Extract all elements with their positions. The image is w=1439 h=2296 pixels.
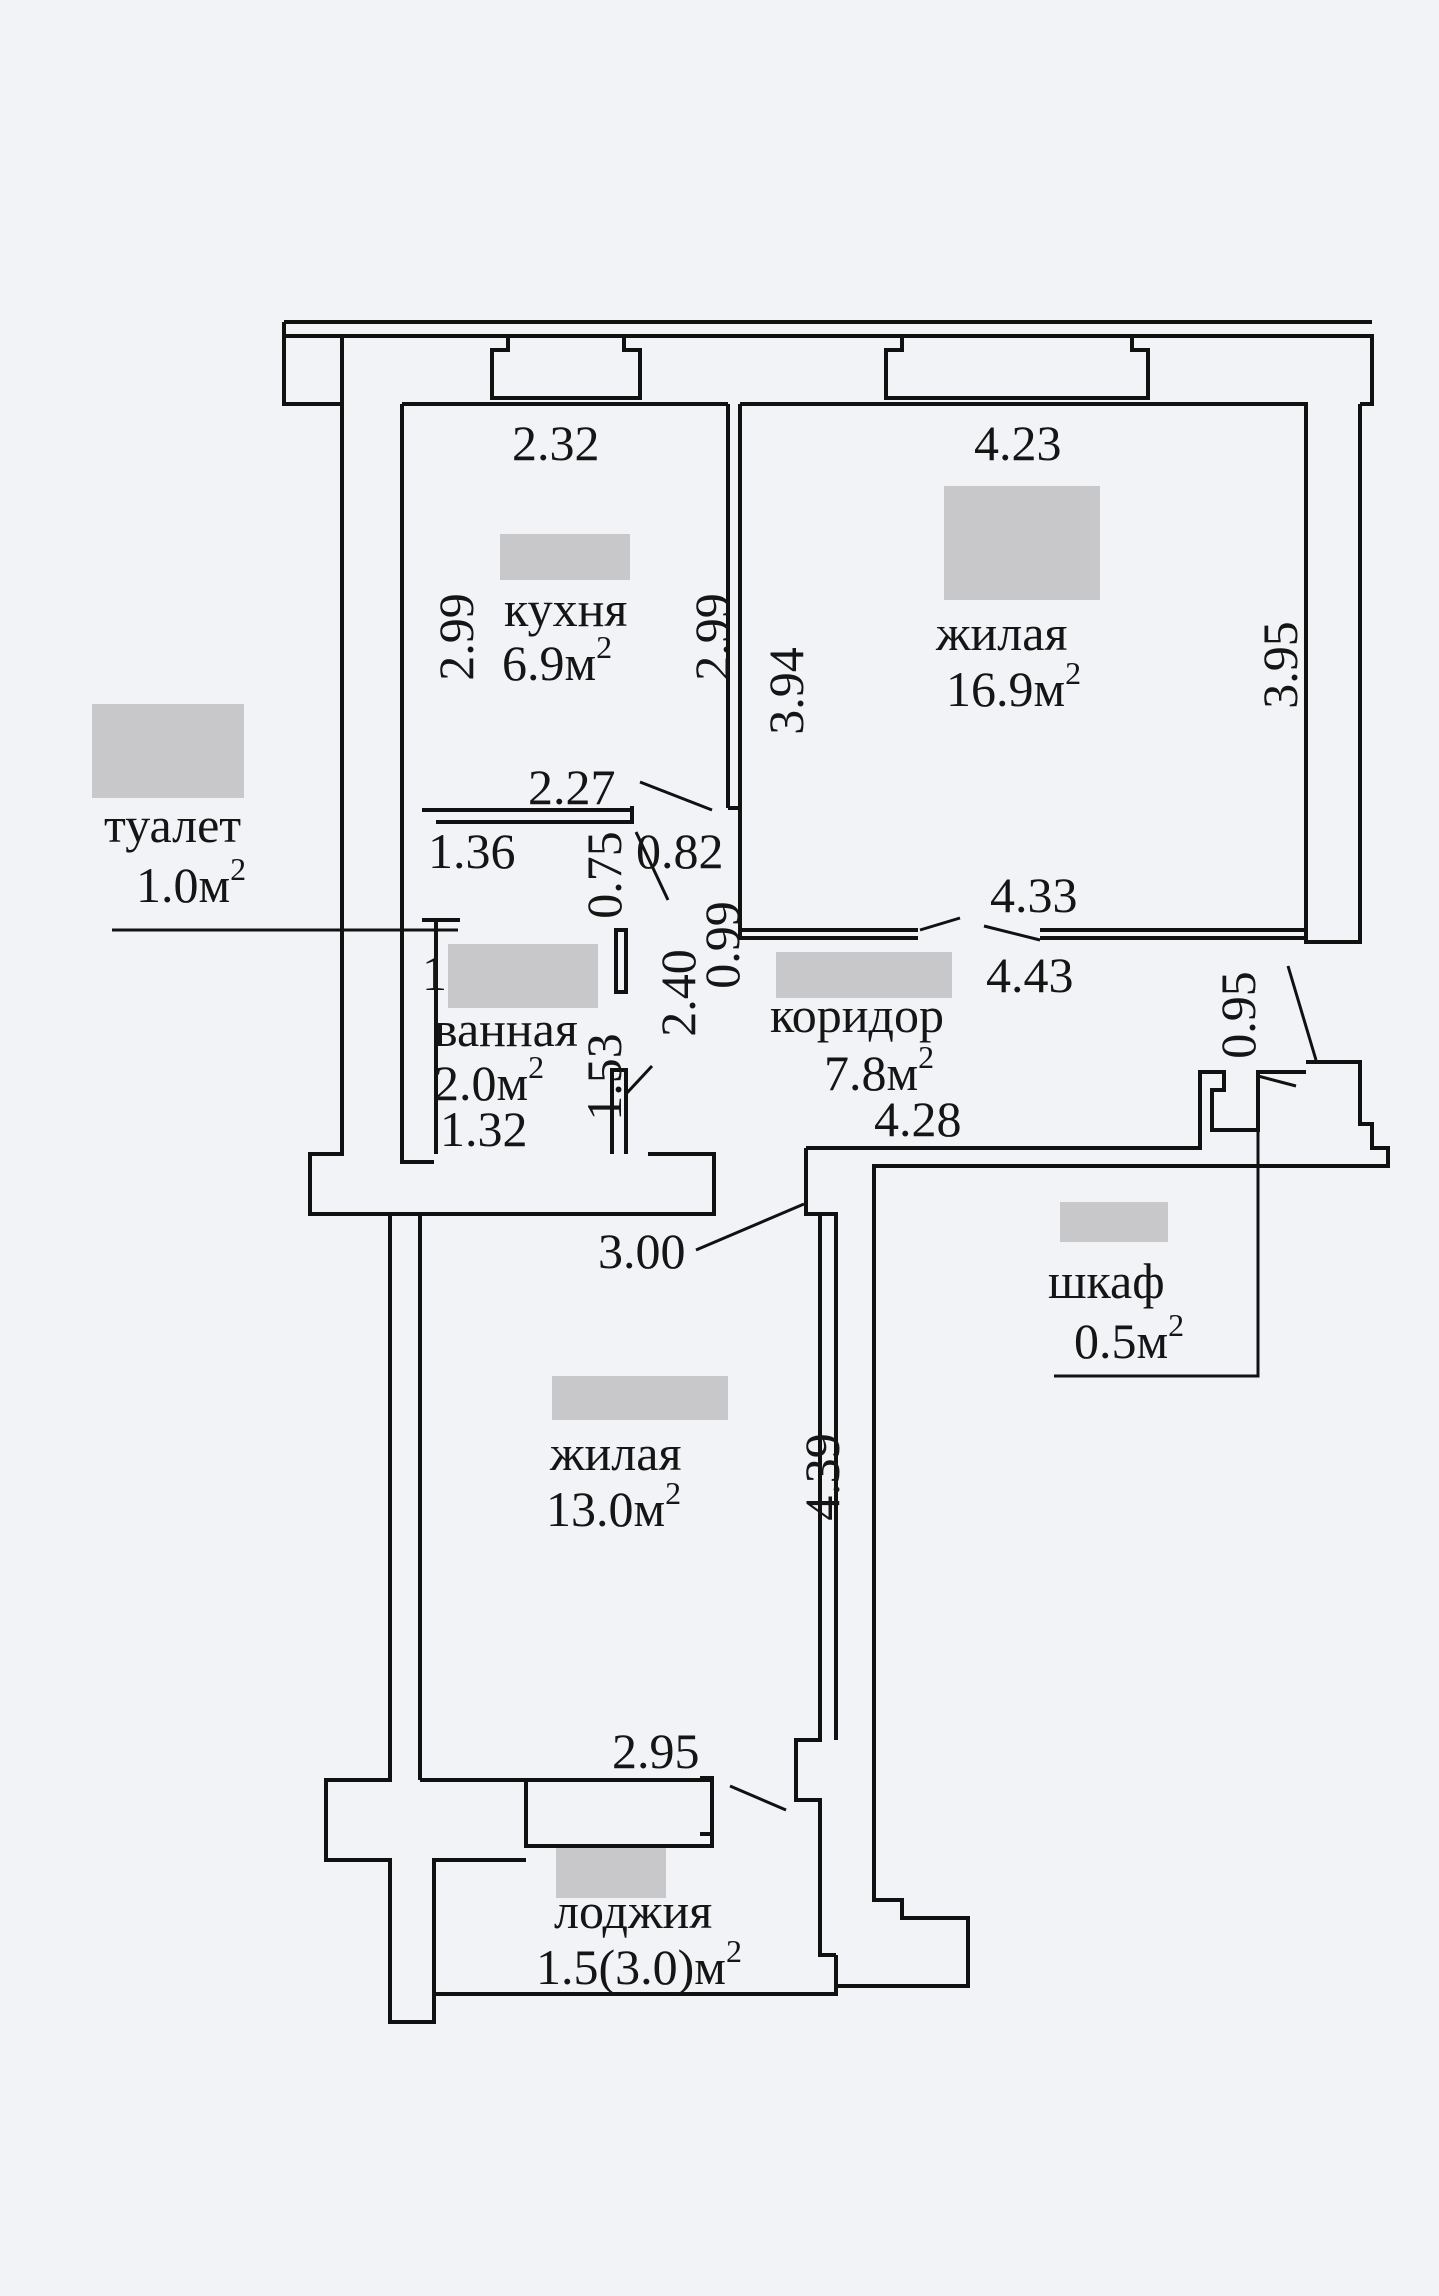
- living-top-area-value: 16.9м: [946, 661, 1066, 717]
- redaction-living-top: [944, 486, 1100, 600]
- dim-living-bottom-top: 3.00: [598, 1223, 686, 1279]
- bathroom-name: ванная: [434, 1001, 578, 1057]
- dim-toilet-width: 1.36: [428, 823, 516, 879]
- corridor-name: коридор: [770, 987, 944, 1043]
- closet-name: шкаф: [1048, 1253, 1165, 1309]
- corridor-walls: [794, 1060, 1390, 1988]
- dim-living-top-right-height: 3.95: [1251, 621, 1308, 709]
- toilet-area-sup: 2: [230, 851, 247, 887]
- dim-bath-partial: 1: [422, 945, 447, 1001]
- redaction-living-bottom: [552, 1376, 728, 1420]
- loggia-name: лоджия: [554, 1883, 713, 1939]
- bathroom-area-value: 2.0м: [434, 1055, 529, 1111]
- toilet-name: туалет: [104, 797, 242, 853]
- closet-area-value: 0.5м: [1074, 1313, 1169, 1369]
- redaction-loggia: [556, 1848, 666, 1898]
- kitchen-living-partition: [726, 404, 918, 940]
- closet-outline: [1054, 1120, 1260, 1378]
- living-top-name: жилая: [936, 605, 1068, 661]
- dim-corridor-bottom: 4.28: [874, 1091, 962, 1147]
- dim-bath-width: 1.32: [440, 1101, 528, 1157]
- dim-kitchen-left-height: 2.99: [427, 593, 484, 681]
- lower-living-walls: [324, 1214, 838, 2024]
- loggia-area-sup: 2: [725, 1933, 742, 1969]
- dim-kitchen-bottom: 2.27: [528, 759, 616, 815]
- bathroom-area-sup: 2: [528, 1049, 545, 1085]
- dim-bath-height: 1.53: [575, 1033, 632, 1121]
- dim-kitchen-width: 2.32: [512, 415, 600, 471]
- dim-kitchen-right-height: 2.99: [683, 593, 740, 681]
- kitchen-name: кухня: [504, 581, 628, 637]
- dim-living-bottom-window: 2.95: [612, 1723, 700, 1779]
- dim-living-top-left-height: 3.94: [757, 647, 814, 735]
- toilet-area-value: 1.0м: [136, 857, 231, 913]
- toilet-bath-block: [422, 806, 634, 1154]
- dim-closet-height: 0.95: [1209, 971, 1266, 1059]
- redaction-closet: [1060, 1202, 1168, 1242]
- dim-bath-corridor: 2.40: [649, 949, 706, 1037]
- left-exterior-wall: [308, 402, 728, 1216]
- corridor-area: 7.8м2: [824, 1041, 934, 1101]
- living-bottom-area-value: 13.0м: [546, 1481, 666, 1537]
- corridor-area-sup: 2: [918, 1039, 935, 1075]
- redaction-kitchen: [500, 534, 630, 580]
- living-top-area-sup: 2: [1065, 655, 1082, 691]
- dim-toilet-door: 0.82: [636, 823, 724, 879]
- loggia-area-value: 1.5(3.0)м: [536, 1939, 726, 1995]
- living-bottom-area-sup: 2: [665, 1475, 682, 1511]
- kitchen-area-sup: 2: [596, 629, 613, 665]
- living-top-area: 16.9м2: [946, 657, 1081, 717]
- door-swings: [624, 780, 1318, 1812]
- living-bottom-area: 13.0м2: [546, 1477, 681, 1537]
- corridor-area-value: 7.8м: [824, 1045, 919, 1101]
- dim-living-top-bottom-b: 4.43: [986, 947, 1074, 1003]
- closet-area: 0.5м2: [1074, 1309, 1184, 1369]
- kitchen-area: 6.9м2: [502, 631, 612, 691]
- redaction-toilet: [92, 704, 244, 798]
- right-living-wall: [740, 402, 1362, 944]
- bathroom-area: 2.0м2: [434, 1051, 544, 1111]
- top-exterior-wall: [282, 320, 1374, 406]
- dim-toilet-height: 0.75: [575, 831, 632, 919]
- dim-living-top-bottom-a: 4.33: [990, 867, 1078, 923]
- closet-area-sup: 2: [1168, 1307, 1185, 1343]
- kitchen-area-value: 6.9м: [502, 635, 597, 691]
- toilet-area: 1.0м2: [136, 853, 246, 913]
- redaction-bathroom: [448, 944, 598, 1008]
- living-bottom-name: жилая: [550, 1425, 682, 1481]
- dim-living-top-width: 4.23: [974, 415, 1062, 471]
- loggia-area: 1.5(3.0)м2: [536, 1935, 742, 1995]
- redaction-corridor: [776, 952, 952, 998]
- dim-living-bottom-height: 4.39: [793, 1433, 850, 1521]
